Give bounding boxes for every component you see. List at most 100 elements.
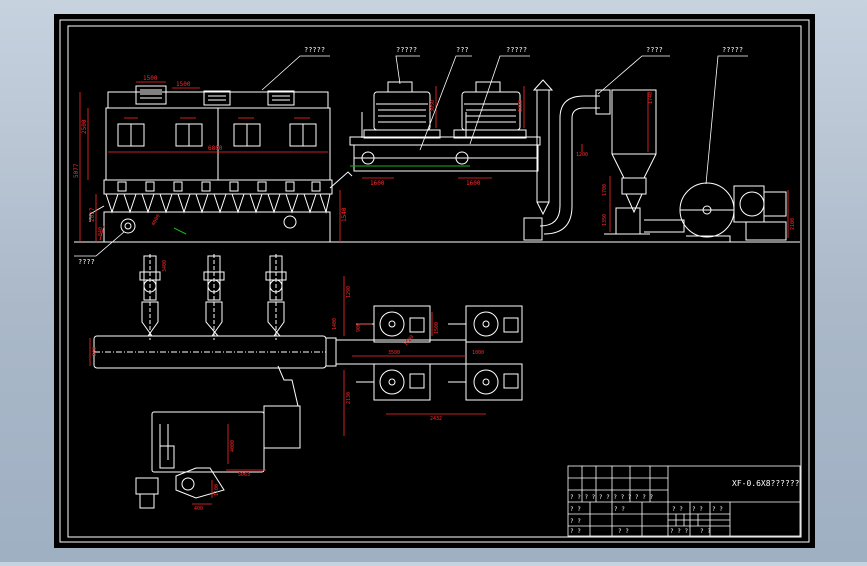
plan-nozzle-1 — [139, 254, 161, 340]
elevation-labels — [74, 55, 748, 257]
dim-fan-height: 1350 — [602, 214, 608, 226]
label-fan: ????? — [722, 46, 743, 54]
riser-valve — [523, 217, 543, 241]
dim-box-1: 1600 — [370, 180, 385, 187]
dust-unit-1-ribs — [376, 103, 428, 123]
drawing-title: XF-0.6X8?????? — [732, 479, 800, 488]
cyclone-hopper — [621, 177, 647, 195]
label-texts: ????? ????? ??? ????? ???? ????? ???? — [78, 46, 743, 266]
tb-bottom-c: ? ? — [618, 528, 629, 535]
label-dryer-body: ????? — [304, 46, 325, 54]
leader-dust-unit2 — [469, 55, 530, 145]
exhaust-hood-1 — [135, 85, 167, 105]
outlet-port — [283, 215, 297, 229]
cyclone-body — [611, 89, 657, 155]
leader-heater — [74, 231, 125, 257]
cyclone-fan-dims: 1740 1700 2100 1200 1350 — [576, 92, 796, 238]
dim-plan-i: 400 — [194, 506, 203, 512]
dim-plan-b: 2130 — [346, 392, 352, 404]
label-dust-unit2: ????? — [506, 46, 527, 54]
tb-bottom-a: ? ? ? — [670, 528, 688, 535]
inlet-port-center — [124, 222, 132, 230]
bed-cell — [257, 181, 267, 192]
tb-header-row: ? ? ? ? ? ? ? ? ? ? ? ? — [570, 494, 653, 501]
inlet-port — [120, 218, 136, 234]
tb-right-c: ? ? — [712, 506, 723, 513]
dim-upper-height: 2500 — [81, 119, 88, 134]
outer-border — [59, 19, 810, 543]
inner-border — [67, 25, 802, 538]
tb-bottom-b: ? ? — [700, 528, 711, 535]
dim-top-width-2: 1500 — [176, 81, 191, 88]
dryer-dims: 1500 1500 2500 5077 6800 2027 1540 840 4… — [73, 75, 348, 242]
dim-top-width: 1500 — [143, 75, 158, 82]
curved-duct — [559, 95, 600, 206]
dim-conveyor: 3050 — [430, 100, 436, 112]
dim-plan-a: 1290 — [346, 286, 352, 298]
dim-box-2: 1600 — [466, 180, 481, 187]
dim-fan-width: 2100 — [790, 218, 796, 230]
dim-plan-c: 3500 — [388, 350, 400, 356]
title-block-text: XF-0.6X8?????? ? ? ? ? ? ? ? ? ? ? ? ? ?… — [570, 479, 800, 535]
dryer-elevation — [74, 85, 800, 243]
dim-foot: 840 — [98, 227, 104, 236]
label-dust-units: ????? — [396, 46, 417, 54]
dim-total-height: 5077 — [73, 163, 80, 178]
fluid-bed-plate — [103, 179, 333, 195]
dim-plan-e: 840 — [92, 347, 98, 356]
dust-unit-2-ribs — [464, 103, 518, 123]
bed-cell — [201, 181, 211, 192]
dim-plan-d: 3400 — [162, 260, 168, 272]
fan-stand — [686, 235, 731, 242]
plan-nozzle-2 — [203, 254, 225, 340]
dim-cyclone-width: 1700 — [602, 184, 608, 196]
tb-row-e: ? ? — [614, 506, 625, 513]
label-heater: ???? — [78, 258, 95, 266]
label-cyclone: ???? — [646, 46, 663, 54]
plan-nozzle-3 — [265, 254, 287, 340]
dim-plan-n: 2432 — [430, 416, 442, 422]
plan-dims: 1290 2130 3500 2432 840 5063 4000 400 11… — [89, 260, 486, 512]
cyclone-outlet — [625, 193, 643, 214]
support-leg — [361, 112, 467, 138]
tb-row-c: ? ? — [570, 518, 581, 525]
riser-cap — [532, 79, 554, 91]
feed-chute — [89, 205, 105, 222]
plan-blower-eye — [181, 477, 195, 491]
fan-base — [745, 221, 787, 241]
hatch-mark — [173, 227, 187, 235]
exhaust-hood-3 — [267, 90, 295, 106]
leader-conveyor — [419, 55, 472, 151]
dim-main-width: 6800 — [208, 145, 223, 152]
leader-fan — [705, 55, 748, 185]
cyclone-fan-elevation — [523, 79, 787, 242]
riser-bottom — [536, 201, 550, 216]
fan-inlet-duct — [644, 219, 685, 233]
plan-riser — [277, 365, 299, 407]
dim-plan-h: 1100 — [214, 484, 220, 496]
bed-cell — [145, 181, 155, 192]
dust-unit-1-base — [363, 129, 441, 139]
plan-heater-outlet — [263, 405, 301, 449]
leader-cyclone — [597, 55, 670, 95]
leader-dust-units — [395, 55, 420, 85]
plan-motor — [159, 445, 175, 469]
dim-cyclone-height: 1740 — [648, 92, 654, 104]
tb-right-a: ? ? — [672, 506, 683, 513]
dim-plan-o: 1000 — [472, 350, 484, 356]
tb-right-b: ? ? — [692, 506, 703, 513]
dust-collector-dims: 1600 1600 3050 1380 — [362, 86, 525, 187]
conveyor-pulley-2 — [455, 151, 469, 165]
dim-line — [99, 225, 105, 241]
fan-motor-cap — [763, 191, 787, 217]
drawing-sheet — [54, 14, 815, 548]
dim-plan-m: 1400 — [332, 318, 338, 330]
dim-lower-height: 2027 — [89, 207, 96, 222]
discharge-chute — [329, 171, 353, 189]
duct-elbow — [539, 205, 573, 235]
bed-cell — [311, 181, 321, 192]
tb-row-b: ? ? — [570, 506, 581, 513]
bed-cell — [117, 181, 127, 192]
